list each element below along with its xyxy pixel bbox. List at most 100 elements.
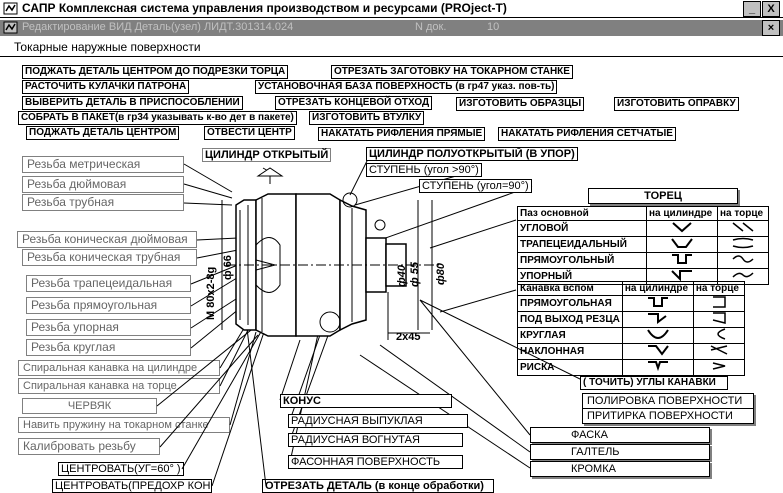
table-row[interactable]: УПОРНЫЙ: [517, 268, 769, 285]
fason-button[interactable]: ФАСОННАЯ ПОВЕРХНОСТЬ: [288, 455, 463, 469]
feature-button[interactable]: Резьба коническая трубная: [22, 249, 197, 266]
form-caption-text: Токарные наружные поверхности: [14, 40, 201, 54]
feature-button[interactable]: Резьба круглая: [26, 339, 191, 356]
table-row[interactable]: УГЛОВОЙ: [517, 220, 769, 237]
kan-row-label[interactable]: КРУГЛАЯ: [517, 327, 623, 344]
op-button[interactable]: ОТРЕЗАТЬ КОНЦЕВОЙ ОТХОД: [275, 96, 433, 110]
paz-row-label[interactable]: ПРЯМОУГОЛЬНЫЙ: [517, 252, 647, 269]
cyl-groove-icon[interactable]: [621, 343, 694, 360]
cyl-semi-button[interactable]: ЦИЛИНДР ПОЛУОТКРЫТЫЙ (В УПОР): [366, 147, 578, 161]
feature-button[interactable]: Резьба прямоугольная: [26, 297, 191, 314]
table-row[interactable]: ПРЯМОУГОЛЬНАЯ: [517, 295, 745, 312]
table-row[interactable]: НАКЛОННАЯ: [517, 343, 745, 360]
face-groove-icon[interactable]: [717, 236, 769, 253]
title-bar: САПР Комплексная система управления прои…: [0, 0, 783, 18]
pritirka-button[interactable]: ПРИТИРКА ПОВЕРХНОСТИ: [582, 408, 754, 424]
op-button[interactable]: ВЫВЕРИТЬ ДЕТАЛЬ В ПРИСПОСОБЛЕНИИ: [22, 96, 243, 110]
doc-close-button[interactable]: ×: [762, 20, 780, 36]
face-groove-icon[interactable]: [692, 327, 745, 344]
kan-row-label[interactable]: ПРЯМОУГОЛЬНАЯ: [517, 295, 623, 312]
dim-d40: ф40: [396, 264, 408, 287]
face-groove-icon[interactable]: [717, 252, 769, 269]
feature-button[interactable]: Калибровать резьбу: [18, 438, 160, 455]
face-groove-icon[interactable]: [692, 359, 745, 376]
kan-row-label[interactable]: РИСКА: [517, 359, 623, 376]
window-title: САПР Комплексная система управления прои…: [22, 1, 507, 15]
feature-button[interactable]: Навить пружину на токарном станке: [18, 417, 230, 433]
kan-cyl-header: на цилиндре: [621, 281, 694, 296]
rad-vog-button[interactable]: РАДИУСНАЯ ВОГНУТАЯ: [288, 433, 463, 447]
kanavka-table: Канавка вспом на цилиндре на торце ПРЯМО…: [517, 281, 745, 376]
op-button[interactable]: УСТАНОВОЧНАЯ БАЗА ПОВЕРХНОСТЬ (в гр47 ук…: [255, 80, 558, 94]
table-row[interactable]: ПОД ВЫХОД РЕЗЦА: [517, 311, 745, 328]
doc-title: Редактирование ВИД Деталь(узел) ЛИДТ.301…: [22, 21, 294, 33]
paz-row-label[interactable]: ТРАПЕЦЕИДАЛЬНЫЙ: [517, 236, 647, 253]
rad-vyp-button[interactable]: РАДИУСНАЯ ВЫПУКЛАЯ: [288, 414, 468, 428]
op-button[interactable]: НАКАТАТЬ РИФЛЕНИЯ ПРЯМЫЕ: [318, 127, 486, 141]
torec-title[interactable]: ТОРЕЦ: [588, 188, 738, 204]
paz-header: Паз основной: [517, 206, 647, 221]
face-groove-icon[interactable]: [692, 343, 745, 360]
feature-button[interactable]: Спиральная канавка на цилиндре: [18, 360, 220, 376]
step-gt-button[interactable]: СТУПЕНЬ (угол >90°): [366, 163, 482, 177]
cyl-groove-icon[interactable]: [646, 252, 718, 269]
face-groove-icon[interactable]: [692, 311, 745, 328]
feature-button[interactable]: Резьба коническая дюймовая: [17, 231, 197, 248]
paz-row-label[interactable]: УГЛОВОЙ: [517, 220, 647, 237]
op-button[interactable]: ОТРЕЗАТЬ ЗАГОТОВКУ НА ТОКАРНОМ СТАНКЕ: [331, 65, 573, 79]
op-button[interactable]: ИЗГОТОВИТЬ ОБРАЗЦЫ: [456, 97, 585, 111]
cyl-groove-icon[interactable]: [621, 327, 694, 344]
dim-m80: М 80х2-8g: [205, 267, 217, 320]
table-row[interactable]: РИСКА: [517, 359, 745, 376]
table-row[interactable]: ПРЯМОУГОЛЬНЫЙ: [517, 252, 769, 269]
kan-row-label[interactable]: ПОД ВЫХОД РЕЗЦА: [517, 311, 623, 328]
app-icon: [3, 2, 18, 15]
paz-table: Паз основной на цилиндре на торце УГЛОВО…: [517, 206, 769, 285]
polirovka-button[interactable]: ПОЛИРОВКА ПОВЕРХНОСТИ: [582, 393, 754, 409]
faska-button[interactable]: ФАСКА: [530, 427, 710, 443]
op-button[interactable]: ПОДЖАТЬ ДЕТАЛЬ ЦЕНТРОМ ДО ПОДРЕЗКИ ТОРЦА: [22, 65, 289, 79]
op-button[interactable]: ИЗГОТОВИТЬ ВТУЛКУ: [309, 111, 425, 125]
cyl-groove-icon[interactable]: [621, 311, 694, 328]
dim-d80: ф80: [435, 262, 447, 285]
kan-header: Канавка вспом: [517, 281, 623, 296]
tor-header: на торце: [717, 206, 769, 221]
dim-chamfer: 2х45: [396, 331, 420, 343]
op-button[interactable]: ИЗГОТОВИТЬ ОПРАВКУ: [614, 97, 739, 111]
step-eq-button[interactable]: СТУПЕНЬ (угол=90°): [419, 179, 532, 193]
op-button[interactable]: СОБРАТЬ В ПАКЕТ(в гр34 указывать к-во де…: [18, 111, 297, 125]
feature-button[interactable]: Резьба метрическая: [22, 156, 184, 173]
feature-button[interactable]: Резьба дюймовая: [22, 176, 184, 193]
table-row[interactable]: ТРАПЕЦЕИДАЛЬНЫЙ: [517, 236, 769, 253]
op-button[interactable]: ПОДЖАТЬ ДЕТАЛЬ ЦЕНТРОМ: [26, 126, 180, 140]
kan-row-label[interactable]: НАКЛОННАЯ: [517, 343, 623, 360]
op-button[interactable]: РАСТОЧИТЬ КУЛАЧКИ ПАТРОНА: [22, 80, 190, 94]
feature-button[interactable]: Резьба трубная: [22, 194, 184, 211]
centrovat-button[interactable]: ЦЕНТРОВАТЬ(УГ=60° ): [58, 462, 184, 476]
doc-number: 10: [487, 21, 500, 33]
cyl-groove-icon[interactable]: [621, 295, 694, 312]
close-button[interactable]: X: [762, 1, 780, 17]
kromka-button[interactable]: КРОМКА: [530, 461, 710, 477]
op-button[interactable]: НАКАТАТЬ РИФЛЕНИЯ СЕТЧАТЫЕ: [498, 127, 676, 141]
galtel-button[interactable]: ГАЛТЕЛЬ: [530, 444, 710, 460]
face-groove-icon[interactable]: [717, 220, 769, 237]
cyl-open-button[interactable]: ЦИЛИНДР ОТКРЫТЫЙ: [202, 148, 332, 162]
table-row[interactable]: КРУГЛАЯ: [517, 327, 745, 344]
cyl-groove-icon[interactable]: [646, 236, 718, 253]
cyl-groove-icon[interactable]: [621, 359, 694, 376]
tochit-ugly-button[interactable]: ( ТОЧИТЬ) УГЛЫ КАНАВКИ: [580, 376, 728, 390]
cyl-groove-icon[interactable]: [646, 220, 718, 237]
konus-button[interactable]: КОНУС: [280, 394, 452, 408]
cyl-header: на цилиндре: [646, 206, 718, 221]
form-caption: Токарные наружные поверхности: [0, 38, 783, 57]
doc-icon: [3, 21, 18, 34]
face-groove-icon[interactable]: [692, 295, 745, 312]
feature-button[interactable]: Спиральная канавка на торце: [18, 378, 220, 394]
minimize-button[interactable]: _: [743, 1, 761, 17]
feature-button[interactable]: ЧЕРВЯК: [22, 398, 157, 414]
op-button[interactable]: ОТВЕСТИ ЦЕНТР: [204, 126, 295, 140]
doc-label: N док.: [415, 21, 447, 33]
feature-button[interactable]: Резьба трапецеидальная: [26, 275, 191, 292]
feature-button[interactable]: Резьба упорная: [26, 319, 191, 336]
